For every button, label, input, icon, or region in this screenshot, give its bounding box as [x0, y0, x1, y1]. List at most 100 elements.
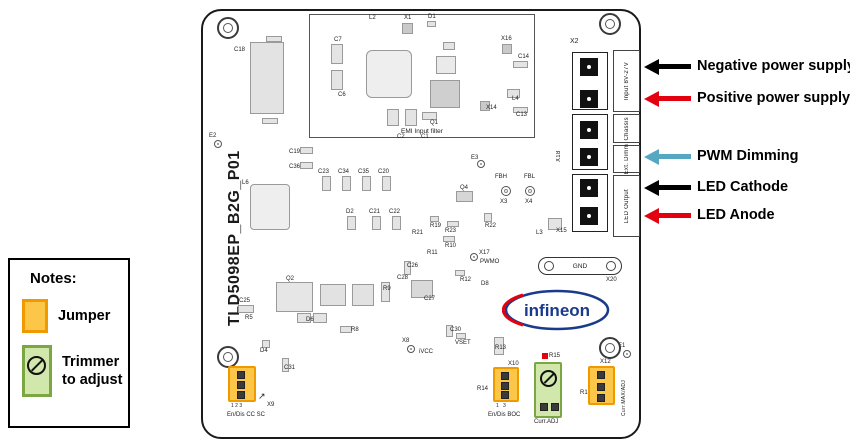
- component-shape: [443, 42, 455, 50]
- component-label: X20: [606, 277, 617, 283]
- annotation-label: Positive power supply: [697, 90, 850, 106]
- component-label: C36: [289, 164, 301, 170]
- emi-filter-box: EMI Input filter: [309, 14, 535, 138]
- component-shape: [381, 282, 390, 302]
- component-label: L3: [536, 230, 543, 236]
- solder-pad: [623, 350, 631, 358]
- annotation-label: Negative power supply: [697, 58, 850, 74]
- connector-section-label: Input 8V-27V: [623, 61, 630, 101]
- connector-pin: [580, 148, 598, 166]
- component-shape: [443, 236, 455, 242]
- component-label: C21: [369, 209, 381, 215]
- component-shape: [542, 353, 548, 359]
- component-label: C30: [450, 327, 462, 333]
- connector-section-label: Chassis: [623, 116, 630, 141]
- component-label: L2: [369, 15, 376, 21]
- component-shape: [322, 176, 331, 191]
- component-label: X9: [267, 402, 275, 408]
- jumper-component: [228, 366, 256, 402]
- component-shape: [340, 326, 352, 333]
- component-label: ↗: [258, 391, 266, 401]
- component-shape: [484, 213, 492, 222]
- component-shape: [342, 176, 351, 191]
- component-shape: [297, 313, 311, 323]
- annotation-arrow-shaft: [658, 154, 691, 159]
- component-shape: [276, 282, 313, 312]
- component-shape: [405, 109, 417, 126]
- component-label: X12: [600, 359, 611, 365]
- component-shape: [372, 216, 381, 230]
- component-shape: [422, 112, 437, 120]
- component-label: D4: [260, 348, 268, 354]
- connector-label-x18: X18: [556, 150, 562, 162]
- component-label: X15: [556, 228, 567, 234]
- component-shape: [320, 284, 346, 306]
- component-shape: [387, 109, 399, 126]
- component-label: Q2: [286, 276, 295, 282]
- component-label: L4: [512, 96, 519, 102]
- component-label: C18: [234, 47, 246, 53]
- component-label: R23: [445, 228, 457, 234]
- component-label: R8: [351, 327, 359, 333]
- component-label: D8: [481, 281, 489, 287]
- infineon-logo-text: infineon: [524, 301, 590, 320]
- component-label: C20: [378, 169, 390, 175]
- trimmer-component: [534, 362, 562, 418]
- jumper-swatch: [22, 299, 48, 333]
- annotation-arrow: [644, 91, 659, 107]
- component-shape: [250, 184, 290, 230]
- connector-section: LED Output: [613, 175, 640, 237]
- legend-title: Notes:: [30, 270, 77, 287]
- component-shape: [238, 305, 254, 313]
- mounting-hole: [599, 13, 621, 35]
- annotation-arrow: [644, 149, 659, 165]
- component-shape: [300, 162, 313, 169]
- curr-max-adj-label: Curr.MAX/ADJ: [621, 379, 627, 416]
- component-shape: [352, 284, 374, 306]
- component-label: C22: [389, 209, 401, 215]
- legend-item: Trimmer to adjust: [22, 345, 128, 397]
- component-shape: [250, 42, 284, 114]
- component-shape: [447, 221, 459, 227]
- component-label: C23: [318, 169, 330, 175]
- component-label: X16: [501, 36, 512, 42]
- component-label: C19: [289, 149, 301, 155]
- component-label: C28: [397, 275, 409, 281]
- component-label: En/Dis BOC: [488, 412, 521, 418]
- gnd-terminal: GND: [538, 257, 622, 275]
- component-label: C6: [338, 92, 346, 98]
- component-shape: [507, 89, 520, 98]
- no-adjust-icon: [540, 370, 557, 387]
- component-shape: [455, 270, 465, 276]
- component-label: C14: [518, 54, 530, 60]
- component-shape: [430, 216, 439, 222]
- annotation-label: LED Cathode: [697, 179, 789, 195]
- mounting-hole: [599, 337, 621, 359]
- connector-section: Input 8V-27V: [613, 50, 640, 112]
- component-label: 1 3: [496, 403, 506, 409]
- component-label: R22: [485, 223, 497, 229]
- component-shape: [382, 176, 391, 191]
- component-label: Curr.ADJ: [534, 419, 559, 425]
- component-label: R13: [495, 345, 507, 351]
- component-shape: [411, 280, 433, 298]
- component-label: R5: [245, 315, 253, 321]
- component-label: R12: [460, 277, 472, 283]
- component-label: X17: [479, 250, 490, 256]
- component-label: C31: [284, 365, 296, 371]
- component-label: C35: [358, 169, 370, 175]
- annotation-arrow-shaft: [658, 64, 691, 69]
- component-label: E3: [471, 155, 479, 161]
- mounting-hole: [217, 17, 239, 39]
- gnd-label: GND: [572, 263, 588, 270]
- component-label: VSET: [455, 340, 471, 346]
- component-shape: [366, 50, 412, 98]
- component-label: X1: [404, 15, 412, 21]
- component-label: PWMO: [480, 259, 500, 265]
- component-shape: [347, 216, 356, 230]
- annotation-arrow-shaft: [658, 185, 691, 190]
- component-shape: [402, 23, 413, 34]
- solder-pad: [525, 186, 535, 196]
- component-label: E1: [618, 343, 626, 349]
